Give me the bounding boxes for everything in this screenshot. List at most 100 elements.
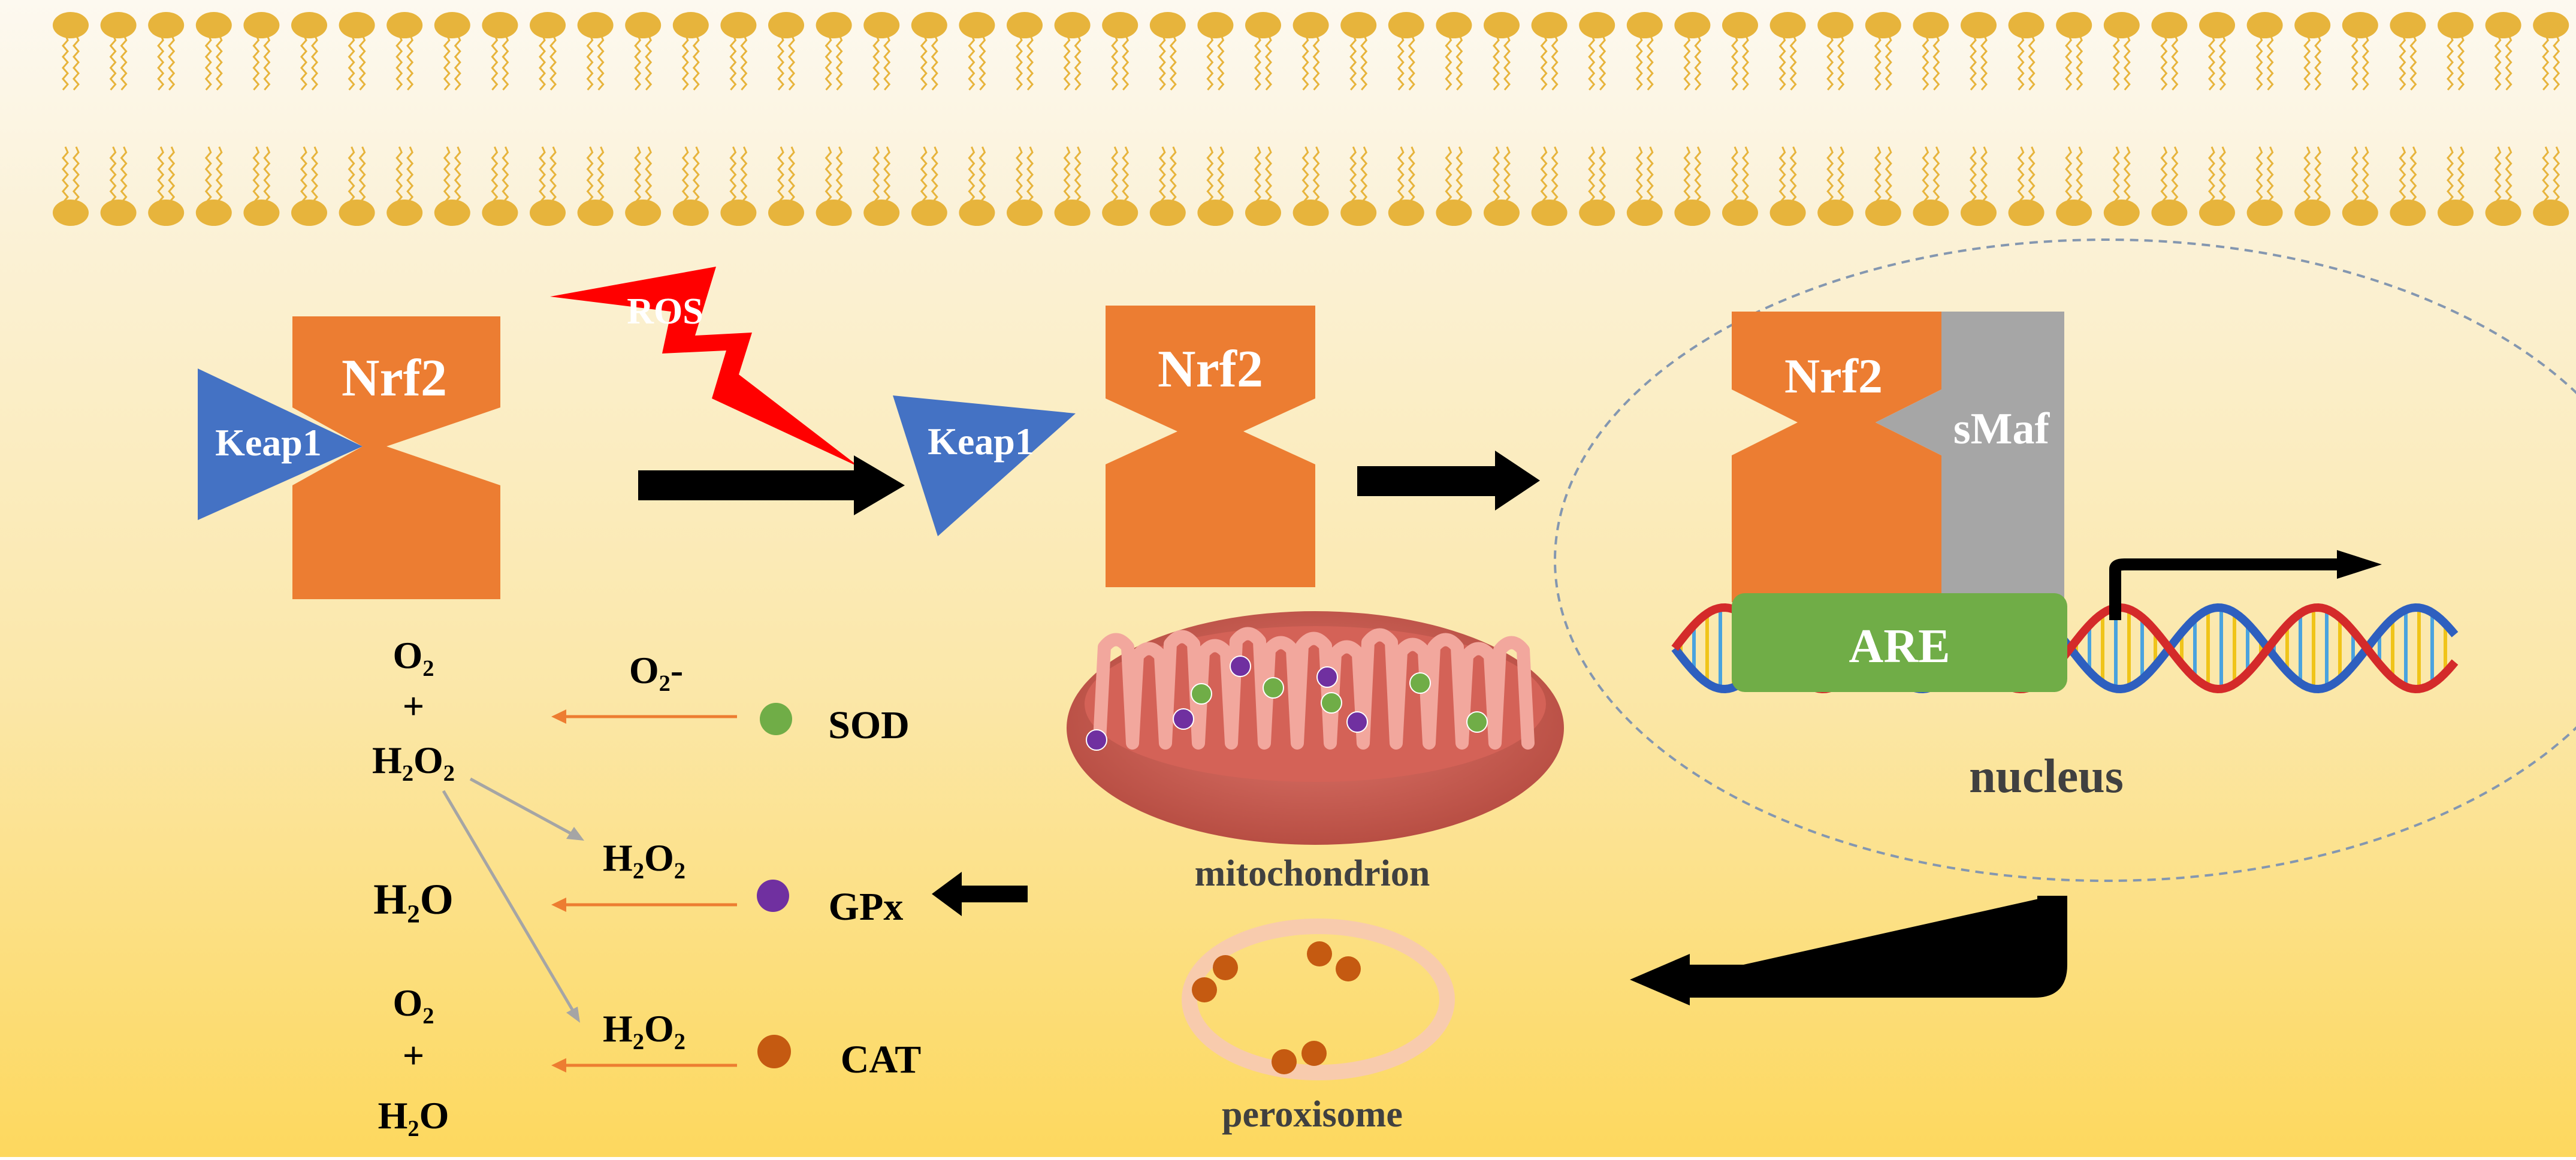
lipid-head [1913, 12, 1949, 38]
lipid-head [1388, 12, 1424, 38]
lipid-tail [1932, 146, 1940, 203]
lipid-tail [1265, 146, 1272, 203]
lipid-tail [2208, 34, 2215, 90]
sod-reaction-arrow-head [551, 709, 566, 724]
lipid-tail [454, 34, 461, 90]
lipid-tail [1158, 146, 1166, 203]
lipid-tail [2076, 34, 2083, 90]
lipid-head [1197, 200, 1234, 226]
lipid-tail [872, 34, 880, 90]
enzyme-dot [1191, 683, 1212, 705]
product-3-line-2: + [403, 1034, 424, 1077]
lipid-head [2151, 200, 2188, 226]
lipid-tail [788, 34, 795, 90]
lipid-head [1007, 12, 1043, 38]
lipid-tail [1493, 34, 1500, 90]
lipid-tail [1122, 146, 1130, 203]
lipid-tail [788, 146, 795, 203]
lipid-tail [1683, 146, 1691, 203]
right-arrow-icon [638, 455, 905, 515]
transcription-arrow-head [2337, 550, 2382, 579]
sod-substrate: O₂- [629, 649, 683, 691]
h2o2-to-cat-arrow [442, 790, 576, 1014]
lipid-tail [1885, 34, 1892, 90]
lipid-tail [634, 34, 642, 90]
lipid-tail [645, 34, 653, 90]
lipid-head [53, 200, 89, 226]
lipid-tail [491, 34, 499, 90]
lipid-head [2438, 12, 2474, 38]
lipid-tail [1922, 146, 1929, 203]
lipid-tail [681, 146, 689, 203]
lipid-tail [204, 34, 212, 90]
lipid-tail [2399, 146, 2406, 203]
lipid-head [1961, 12, 1997, 38]
lipid-tail [1635, 34, 1643, 90]
lipid-tail [502, 146, 509, 203]
lipid-head [577, 200, 614, 226]
lipid-tail [2505, 34, 2512, 90]
right-arrow-icon-2 [1357, 451, 1540, 510]
product-2-line-1: H₂O [373, 875, 454, 923]
lipid-head [1865, 12, 1901, 38]
lipid-tail [2447, 34, 2454, 90]
lipid-tail [2017, 34, 2025, 90]
lipid-tail [729, 146, 737, 203]
lipid-tail [62, 34, 69, 90]
lipid-head [2199, 200, 2235, 226]
lipid-head [672, 12, 709, 38]
lipid-tail [1265, 34, 1272, 90]
lipid-head [195, 12, 232, 38]
lipid-tail [2255, 146, 2263, 203]
lipid-tail [252, 34, 260, 90]
lipid-tail [263, 146, 271, 203]
catalase-dot [1301, 1041, 1327, 1066]
lipid-tail [1503, 34, 1511, 90]
lipid-head [434, 200, 470, 226]
lipid-head [243, 200, 280, 226]
lipid-head [1484, 12, 1520, 38]
lipid-tail [1016, 146, 1023, 203]
lipid-head [1626, 200, 1663, 226]
lipid-tail [1301, 34, 1309, 90]
lipid-head [1484, 200, 1520, 226]
nucleus: Nrf2 sMaf ARE nucleus [1554, 238, 2576, 882]
lipid-tail [1312, 146, 1320, 203]
lipid-head [482, 200, 518, 226]
lipid-head [1340, 12, 1377, 38]
lipid-head [1579, 12, 1615, 38]
nrf2-keap1-complex: Nrf2 Keap1 [198, 316, 500, 599]
lipid-tail [1312, 34, 1320, 90]
lipid-tail [968, 34, 976, 90]
lipid-head [2485, 200, 2521, 226]
lipid-tail [1742, 34, 1749, 90]
lipid-tail [491, 146, 499, 203]
cat-reaction-arrow-head [551, 1058, 566, 1073]
lipid-tail [1408, 34, 1415, 90]
lipid-head [2199, 12, 2235, 38]
free-keap1: Keap1 [893, 395, 1076, 536]
lipid-tail [300, 146, 307, 203]
enzyme-dot [1230, 655, 1251, 677]
nrf2-protein-nucleus [1732, 312, 1941, 602]
lipid-head [148, 200, 185, 226]
lipid-tail [263, 34, 271, 90]
product-3: O₂ + H₂O [378, 981, 449, 1137]
lipid-tail [586, 146, 594, 203]
lipid-head [2103, 200, 2140, 226]
lipid-tail [2017, 146, 2025, 203]
lipid-head [482, 12, 518, 38]
lipid-tail [1254, 146, 1261, 203]
peroxisome-membrane [1182, 919, 1455, 1080]
lipid-head [2294, 12, 2331, 38]
bent-arrow-body [1690, 896, 2067, 998]
lipid-tail [406, 34, 414, 90]
lipid-tail [1408, 146, 1415, 203]
lipid-tail [2065, 146, 2073, 203]
lipid-tail [157, 34, 165, 90]
enzyme-row-cat: H₂O₂ CAT [551, 1007, 921, 1082]
lipid-head [339, 200, 375, 226]
lipid-tail [634, 146, 642, 203]
lipid-head [2008, 12, 2045, 38]
lipid-tail [300, 34, 307, 90]
